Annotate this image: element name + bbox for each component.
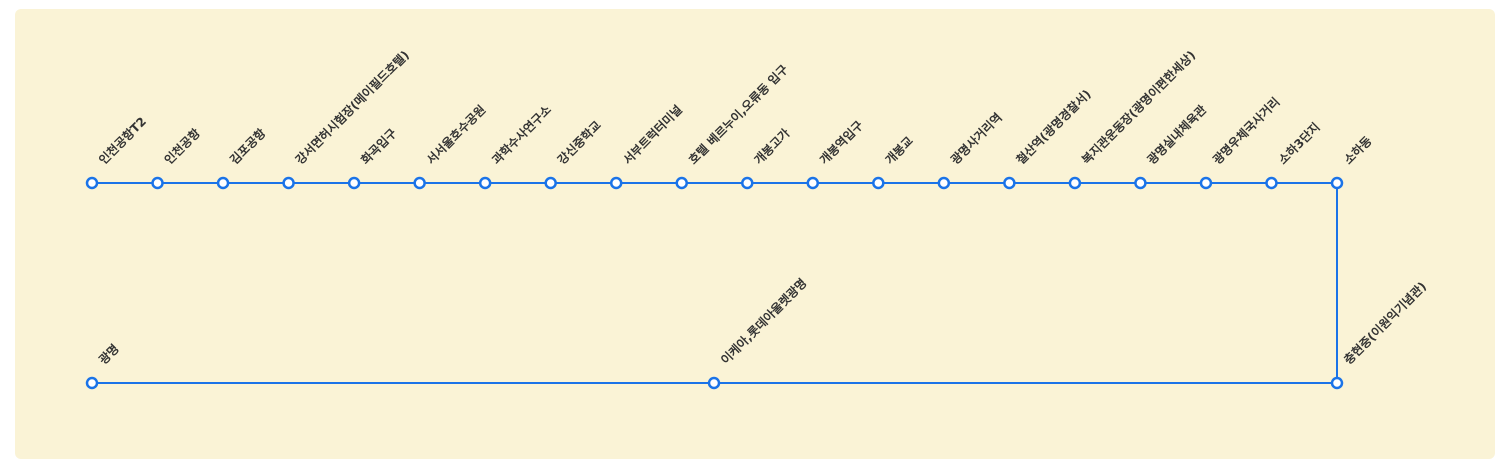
stop-marker[interactable] — [675, 176, 688, 190]
stop-marker[interactable] — [1199, 176, 1213, 190]
stop-marker[interactable] — [872, 176, 885, 190]
stop-marker[interactable] — [806, 176, 820, 190]
stop-label: 광명실내체육관 — [1144, 102, 1209, 167]
stop-marker[interactable] — [216, 176, 230, 190]
stop-label: 소하동 — [1341, 133, 1375, 167]
stop-marker[interactable] — [85, 176, 99, 190]
stop-marker[interactable] — [741, 176, 754, 190]
stop-label: 강서면허시험장(메이필드호텔) — [292, 47, 412, 167]
stop-marker[interactable] — [347, 176, 361, 190]
stop-label: 이케아,롯데아울렛광명 — [718, 275, 810, 367]
stop-label: 서서울호수공원 — [423, 102, 488, 167]
route-lines — [92, 182, 1338, 384]
stop-marker[interactable] — [1265, 176, 1278, 190]
stop-label: 개봉역입구 — [816, 117, 866, 167]
stop-marker[interactable] — [1134, 176, 1147, 190]
stop-label: 개봉고가 — [751, 125, 793, 167]
stop-marker[interactable] — [1068, 176, 1082, 190]
stop-marker[interactable] — [282, 176, 295, 190]
stop-label: 인천공항T2 — [96, 114, 150, 168]
stop-label: 강신중학교 — [554, 117, 604, 167]
stop-marker[interactable] — [707, 376, 721, 390]
stop-marker[interactable] — [1330, 176, 1344, 190]
route-labels: 인천공항T2 인천공항 김포공항 강서면허시험장(메이필드호텔)화곡입구 서서울호수공원… — [96, 47, 1430, 367]
stop-label: 복지관운동장(광명이편한세상) — [1078, 47, 1198, 167]
stop-marker[interactable] — [1330, 376, 1344, 390]
stop-label: 인천공항 — [161, 125, 203, 167]
stop-marker[interactable] — [609, 176, 623, 190]
stop-marker[interactable] — [151, 176, 164, 190]
stop-label: 화곡입구 — [358, 125, 400, 167]
stop-marker[interactable] — [1003, 176, 1016, 190]
stop-marker[interactable] — [937, 176, 951, 190]
stop-marker[interactable] — [85, 376, 99, 390]
stop-label: 과학수사연구소 — [489, 102, 554, 167]
stop-label: 서부트럭터미널 — [620, 102, 685, 167]
stop-label: 광명사거리역 — [947, 110, 1004, 167]
stop-marker[interactable] — [413, 176, 426, 190]
stop-label: 소하3단지 — [1275, 119, 1323, 167]
route-stops — [85, 176, 1344, 390]
stop-label: 충현중(이원익기념관) — [1341, 278, 1430, 367]
stop-label: 김포공항 — [227, 125, 269, 167]
stop-marker[interactable] — [478, 176, 492, 190]
stop-label: 개봉교 — [883, 134, 916, 167]
stop-label: 광명우체국사거리 — [1209, 94, 1282, 167]
stop-marker[interactable] — [544, 176, 557, 190]
stop-label: 광명 — [96, 341, 122, 367]
